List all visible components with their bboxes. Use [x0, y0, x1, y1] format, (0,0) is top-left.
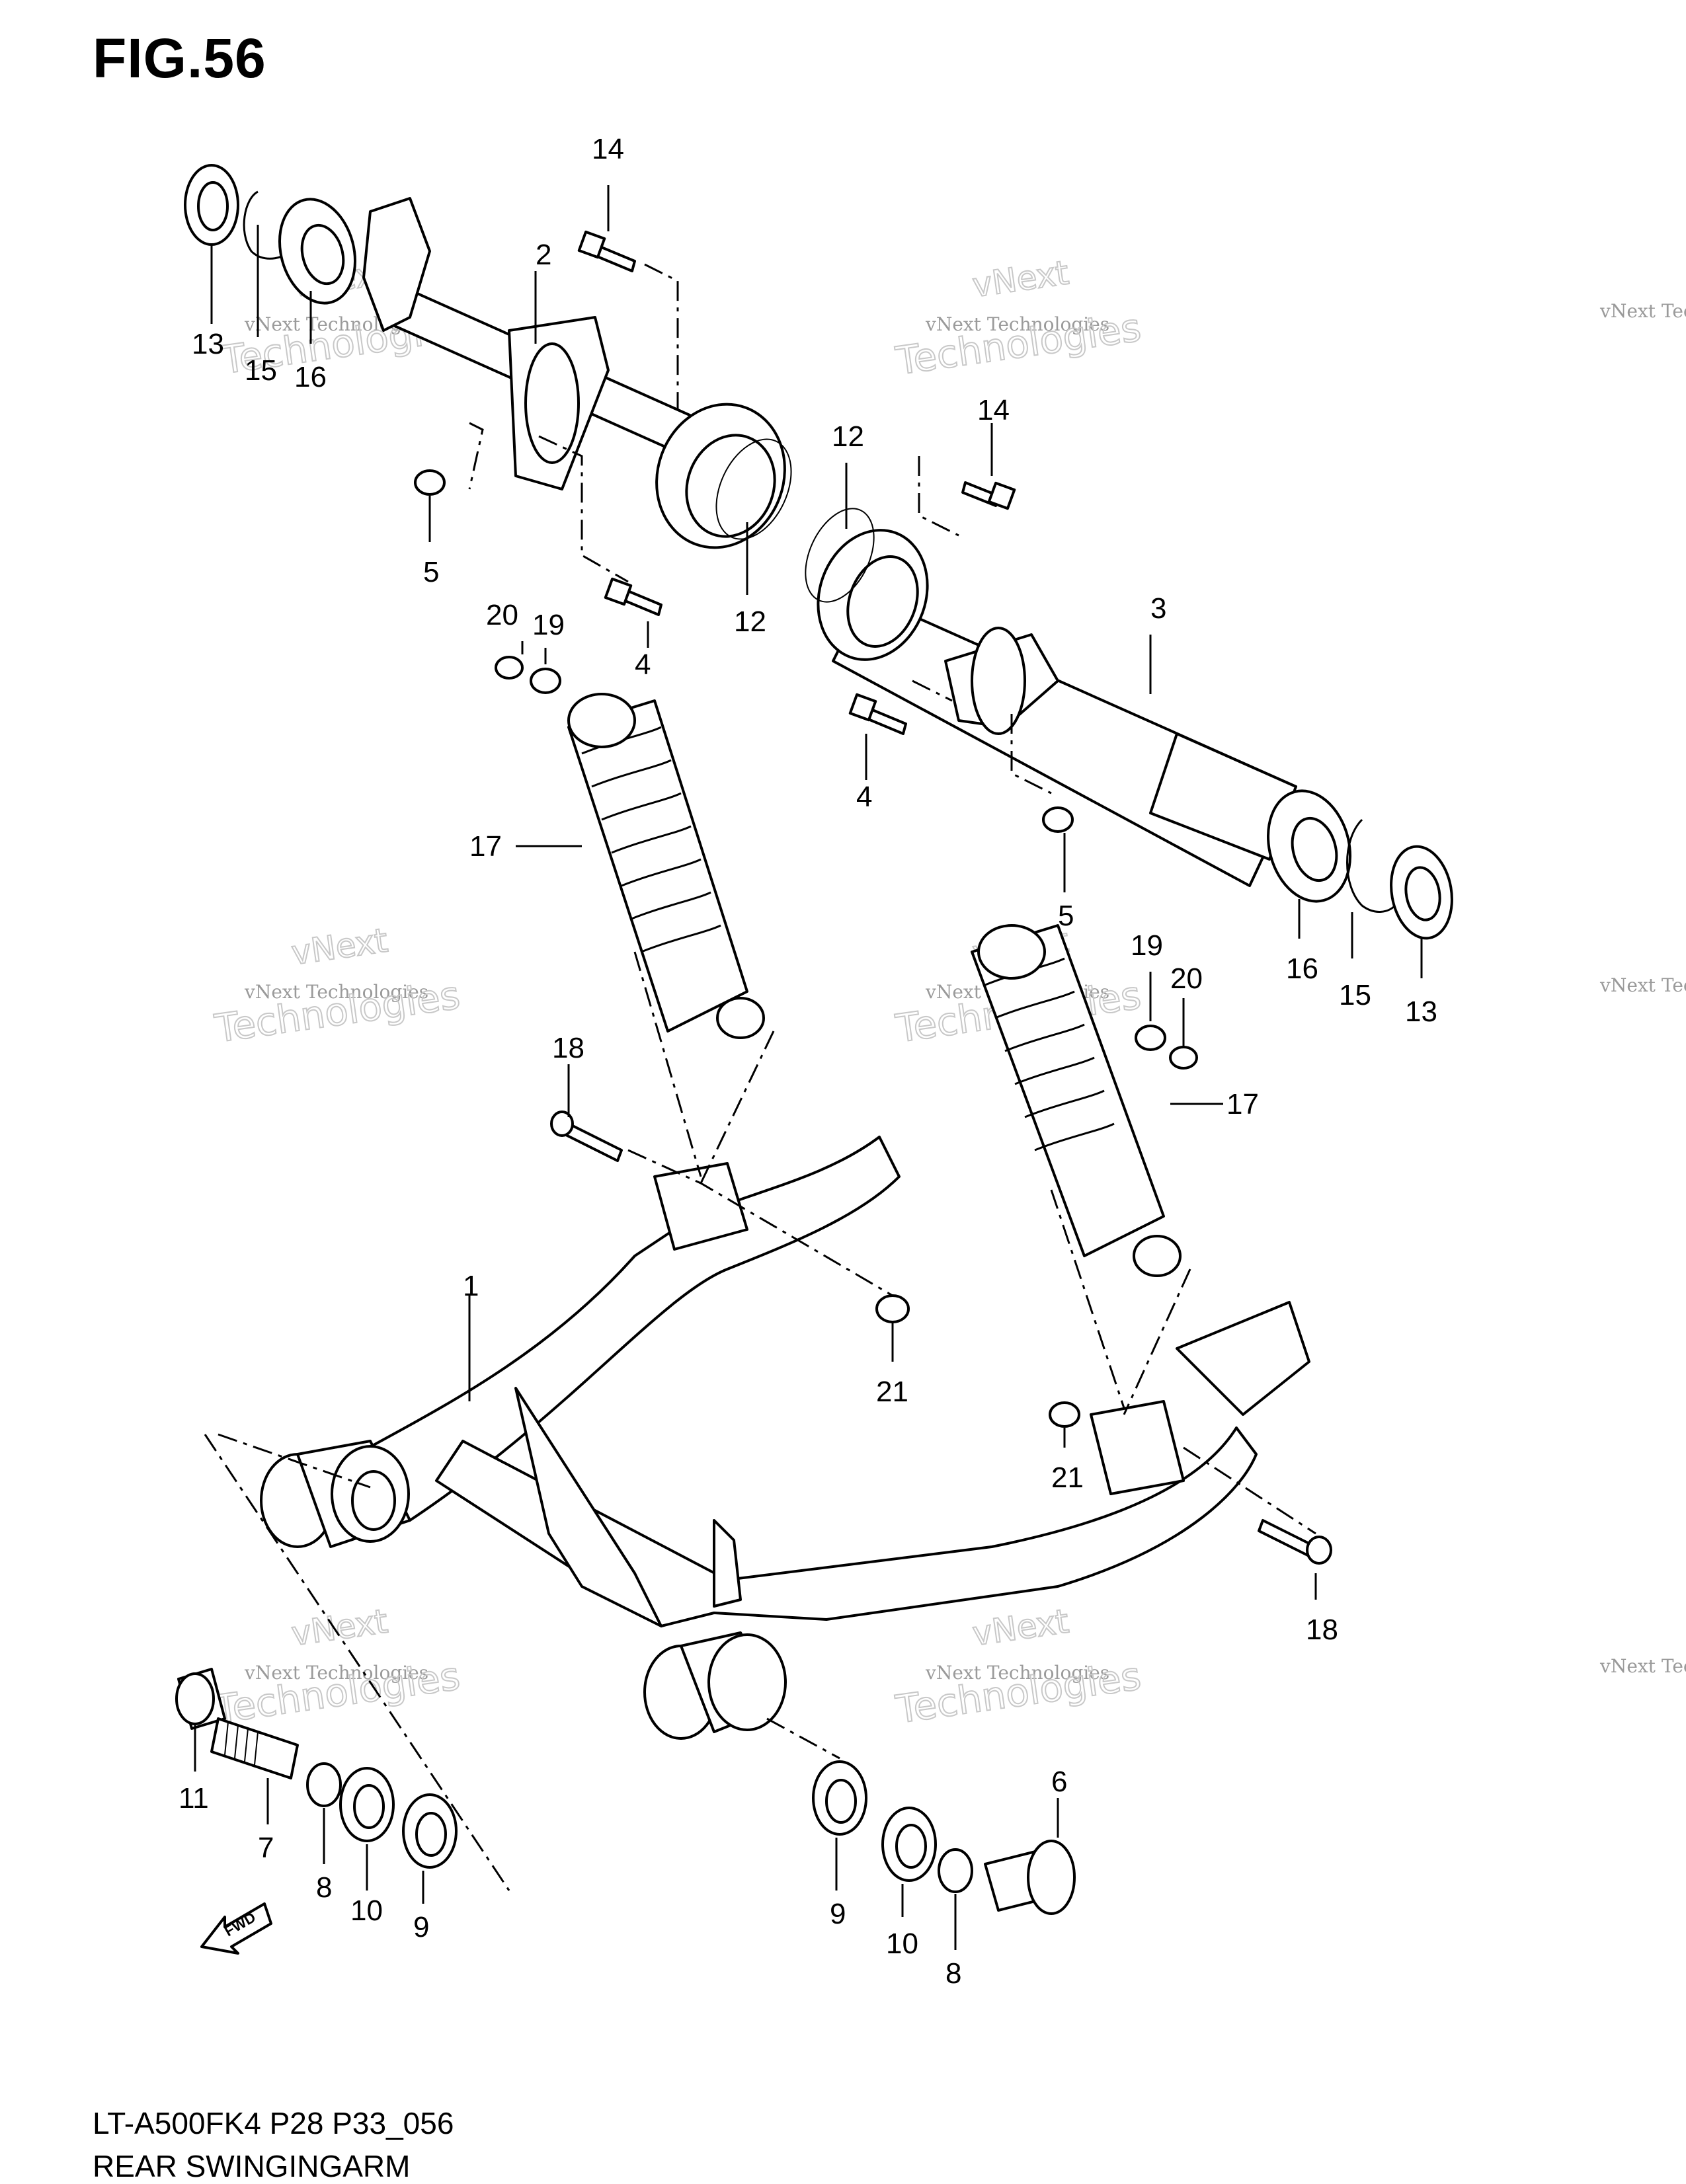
watermark-text: vNext Technologies	[1599, 974, 1686, 996]
callout-19-right: 19	[1131, 929, 1163, 962]
callout-9-left: 9	[413, 1911, 429, 1943]
circlip-15-left	[243, 190, 292, 260]
section-title: REAR SWINGINGARM	[93, 2149, 411, 2183]
callout-10-left: 10	[350, 1894, 383, 1927]
callout-15-right: 15	[1339, 979, 1371, 1011]
bolt-18-left	[563, 1122, 623, 1162]
left-upper-mount-tube	[362, 197, 786, 549]
watermark-text: vNext Technologies	[244, 981, 428, 1003]
callout-2: 2	[536, 239, 551, 271]
watermark-text: vNext Technologies	[1599, 1655, 1686, 1677]
nut-21-right	[1049, 1401, 1080, 1428]
nut-5-right	[1042, 806, 1074, 833]
callout-18-left: 18	[552, 1032, 584, 1064]
o-ring-12-left	[715, 438, 792, 540]
figure-title: FIG.56	[93, 27, 266, 89]
callout-6: 6	[1051, 1766, 1067, 1798]
callout-8-right: 8	[945, 1957, 961, 1990]
circlip-15-right	[1346, 818, 1396, 913]
callout-18-right: 18	[1306, 1614, 1338, 1646]
nut-20-left	[495, 656, 524, 680]
callout-14-right: 14	[977, 394, 1010, 426]
watermark-text: vNext	[970, 1602, 1071, 1653]
watermark-text: vNext	[289, 921, 390, 972]
watermark-text: vNext Technologies	[925, 313, 1109, 335]
watermark-text: vNext Technologies	[1599, 300, 1686, 322]
washer-19-left	[530, 668, 561, 694]
callout-3: 3	[1150, 592, 1166, 625]
callout-12-upper: 12	[832, 420, 864, 453]
o-ring-12-right	[805, 508, 875, 603]
nut-5-left	[414, 469, 446, 496]
rear-swingarm	[260, 1136, 1310, 1740]
callout-16-left: 16	[294, 361, 327, 393]
callout-8-left: 8	[316, 1871, 332, 1904]
nut-20-right	[1169, 1046, 1198, 1070]
watermark-text: vNext	[289, 1602, 390, 1653]
callout-9-right: 9	[830, 1898, 846, 1930]
callout-1: 1	[463, 1270, 479, 1302]
callout-11: 11	[179, 1782, 209, 1814]
callout-14-left: 14	[592, 133, 624, 165]
callout-5-left: 5	[423, 556, 439, 588]
callout-17-left: 17	[469, 830, 502, 863]
watermark-text: vNext Technologies	[925, 1662, 1109, 1684]
washer-19-right	[1135, 1025, 1166, 1051]
callout-21-left: 21	[876, 1376, 908, 1408]
shock-absorber-17-left	[567, 693, 765, 1039]
callout-13-left: 13	[192, 328, 224, 360]
forward-direction-indicator: FWD	[200, 1902, 272, 1955]
callout-10-right: 10	[886, 1928, 918, 1960]
watermark-text: vNext Technologies	[244, 1662, 428, 1684]
spacer-8-left	[306, 1762, 342, 1807]
spacer-8-right	[938, 1848, 973, 1893]
callout-20-left: 20	[486, 599, 518, 631]
watermark-text: vNext	[970, 253, 1071, 305]
callout-16-right: 16	[1286, 953, 1318, 985]
pivot-shaft-7	[210, 1717, 299, 1779]
callout-7: 7	[258, 1832, 274, 1864]
nut-21-left	[875, 1294, 910, 1323]
callout-12-lower: 12	[734, 605, 766, 638]
callout-19-left: 19	[532, 609, 565, 641]
shock-absorber-17-right	[971, 924, 1182, 1277]
callout-17-right: 17	[1226, 1088, 1259, 1120]
callout-labels: 1 2 3 4 4 5 5 6 7 8 8 9 9 10 10 11 12 12…	[179, 133, 1437, 1990]
callout-4-left: 4	[635, 648, 651, 681]
callout-4-right: 4	[856, 781, 872, 813]
callout-13-right: 13	[1405, 995, 1437, 1028]
callout-15-left: 15	[245, 354, 277, 387]
model-code: LT-A500FK4 P28 P33_056	[93, 2106, 454, 2140]
right-upper-mount-tube	[817, 529, 1297, 887]
callout-21-right: 21	[1051, 1462, 1084, 1494]
callout-5-right: 5	[1058, 900, 1074, 932]
callout-20-right: 20	[1170, 962, 1203, 995]
